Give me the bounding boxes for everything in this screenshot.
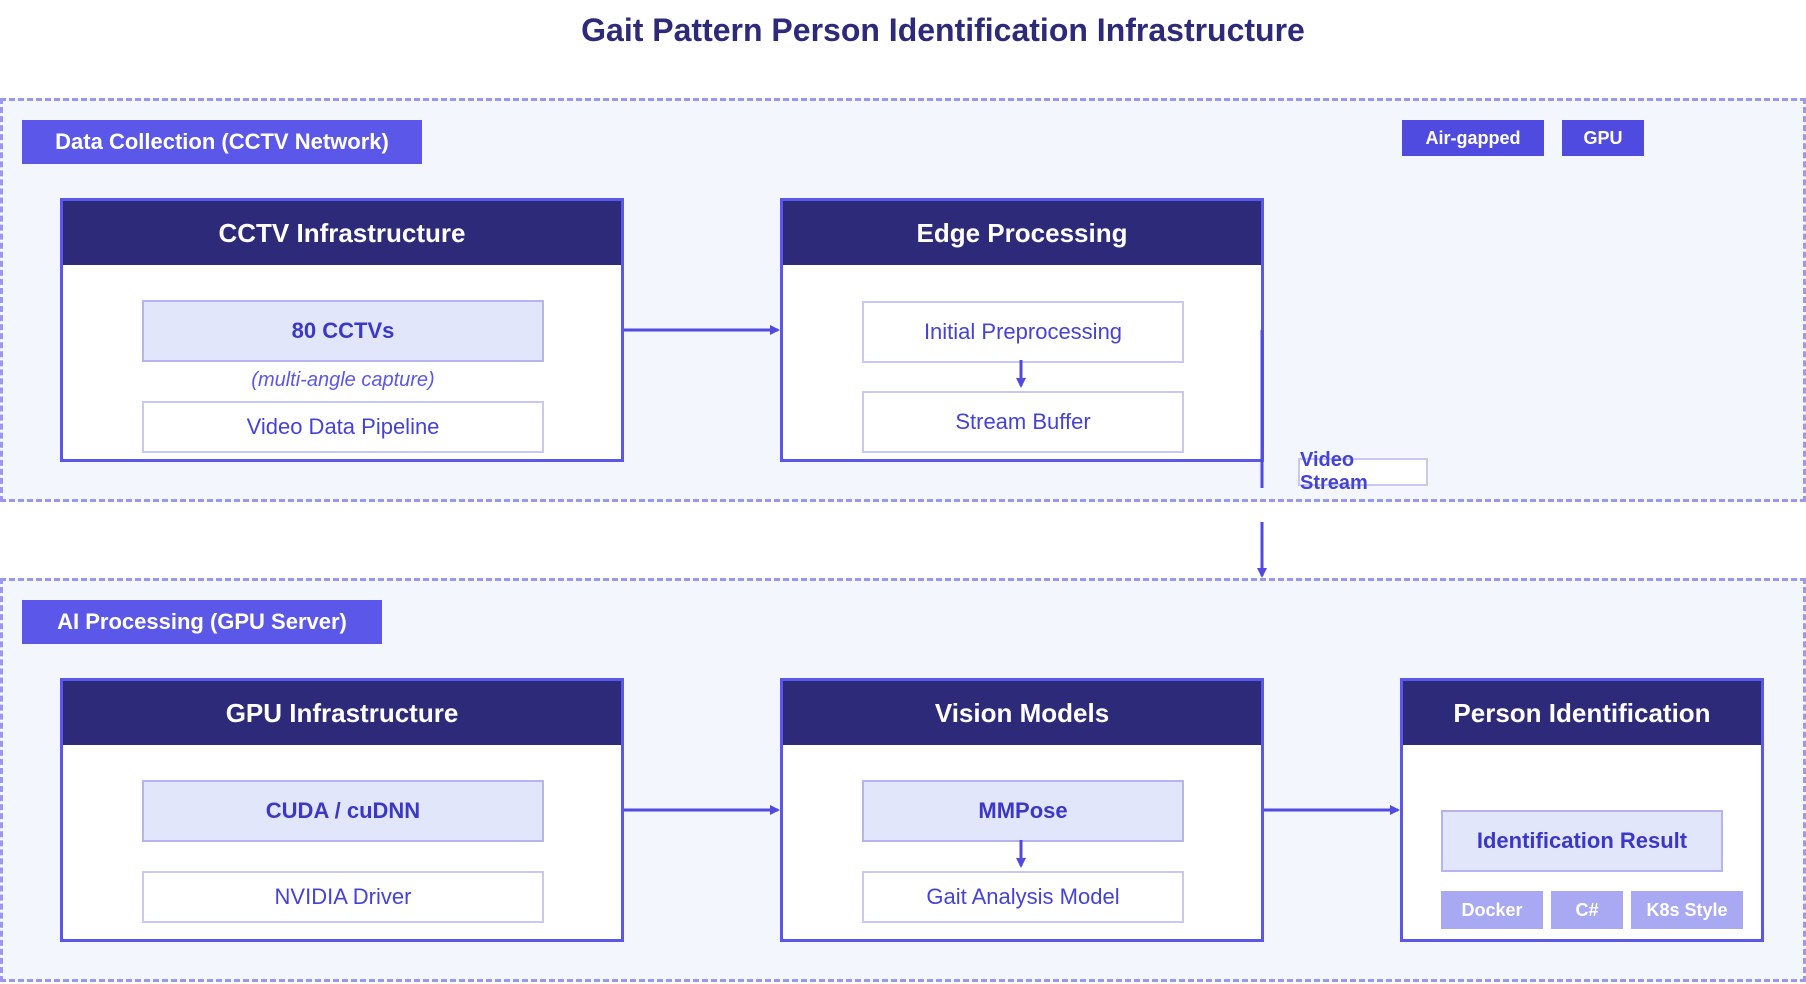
box-initial-preprocessing: Initial Preprocessing xyxy=(862,301,1184,363)
page-title: Gait Pattern Person Identification Infra… xyxy=(581,12,1305,48)
chip-csharp: C# xyxy=(1551,891,1623,929)
card-title-gpu: GPU Infrastructure xyxy=(63,681,621,745)
box-mmpose: MMPose xyxy=(862,780,1184,842)
note-multi-angle-capture: (multi-angle capture) xyxy=(251,369,435,391)
chip-docker: Docker xyxy=(1441,891,1543,929)
card-title-person: Person Identification xyxy=(1403,681,1761,745)
card-title-edge: Edge Processing xyxy=(783,201,1261,265)
card-gpu-infrastructure: GPU Infrastructure CUDA / cuDNN NVIDIA D… xyxy=(60,678,624,942)
tag-gpu: GPU xyxy=(1562,120,1644,156)
tag-air-gapped: Air-gapped xyxy=(1402,120,1544,156)
card-title-cctv: CCTV Infrastructure xyxy=(63,201,621,265)
card-edge-processing: Edge Processing Initial Preprocessing St… xyxy=(780,198,1264,462)
box-80-cctvs: 80 CCTVs xyxy=(142,300,544,362)
box-stream-buffer: Stream Buffer xyxy=(862,391,1184,453)
card-title-vision: Vision Models xyxy=(783,681,1261,745)
card-cctv-infrastructure: CCTV Infrastructure 80 CCTVs (multi-angl… xyxy=(60,198,624,462)
chip-k8s-style: K8s Style xyxy=(1631,891,1743,929)
box-nvidia-driver: NVIDIA Driver xyxy=(142,871,544,923)
card-vision-models: Vision Models MMPose Gait Analysis Model xyxy=(780,678,1264,942)
box-identification-result: Identification Result xyxy=(1441,810,1723,872)
zone-label-ai-processing: AI Processing (GPU Server) xyxy=(22,600,382,644)
box-cuda-cudnn: CUDA / cuDNN xyxy=(142,780,544,842)
zone-label-data-collection: Data Collection (CCTV Network) xyxy=(22,120,422,164)
edge-label-video-stream: Video Stream xyxy=(1298,449,1428,494)
box-gait-analysis-model: Gait Analysis Model xyxy=(862,871,1184,923)
card-person-identification: Person Identification Identification Res… xyxy=(1400,678,1764,942)
box-video-data-pipeline: Video Data Pipeline xyxy=(142,401,544,453)
